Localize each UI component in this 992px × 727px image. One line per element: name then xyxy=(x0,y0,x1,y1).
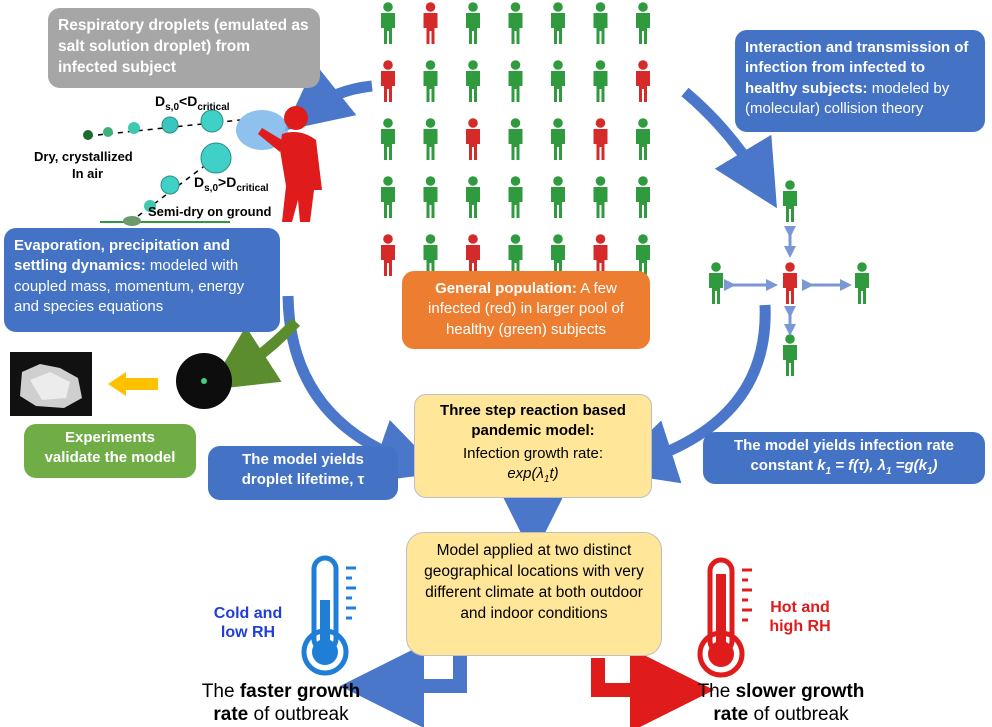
healthy-person-icon xyxy=(551,176,565,218)
healthy-person-icon xyxy=(508,118,523,160)
dry-crystallized-label: Dry, crystallized xyxy=(34,149,133,164)
healthy-person-icon xyxy=(508,234,523,276)
droplet-7 xyxy=(160,175,180,195)
infected-person-icon xyxy=(593,234,608,276)
droplet-box: Respiratory droplets (emulated as salt s… xyxy=(48,8,320,88)
lifetime-box: The model yields droplet lifetime, τ xyxy=(208,446,398,500)
healthy-person-icon xyxy=(381,118,395,160)
infected-person-icon xyxy=(423,2,438,44)
population-box-bold: General population: xyxy=(435,280,577,297)
population-box: General population: A few infected (red)… xyxy=(402,271,650,349)
infected-person-icon xyxy=(466,118,480,160)
in-air-label: In air xyxy=(72,166,104,181)
interaction-box-bold: Interaction and transmission of infectio… xyxy=(745,39,969,97)
reaction-box-growth: Infection growth rate: xyxy=(462,444,604,462)
arrow-to-experiment xyxy=(208,318,301,390)
rate-box-line1: The model yields infection rate xyxy=(733,437,955,454)
evaporation-box-normal: modeled with coupled mass, momentum, ene… xyxy=(14,257,245,315)
healthy-person-icon xyxy=(508,176,523,218)
droplet-2 xyxy=(103,127,113,137)
sneezing-person-icon xyxy=(258,106,322,222)
population-box-normal: A few infected (red) in larger pool of h… xyxy=(428,280,624,338)
healthy-person-icon xyxy=(508,60,523,102)
d-less-critical-label: Ds,0<Dcritical xyxy=(155,93,230,113)
droplet-box-text: Respiratory droplets (emulated as salt s… xyxy=(58,17,309,76)
infected-person-icon xyxy=(593,118,608,160)
arrow-to-rate xyxy=(608,304,771,484)
interaction-box-normal: modeled by (molecular) collision theory xyxy=(745,79,950,117)
arrow-to-droplets xyxy=(284,63,373,131)
rate-box: The model yields infection rate constant… xyxy=(703,432,985,484)
droplet-chain xyxy=(83,109,288,226)
applied-box-text: Model applied at two distinct geographic… xyxy=(424,542,644,622)
healthy-person-icon xyxy=(636,118,650,160)
infected-person-icon xyxy=(381,234,395,276)
reaction-box-formula: exp(λ1t) xyxy=(507,464,559,485)
cluster-top-person xyxy=(783,180,797,222)
interaction-box: Interaction and transmission of infectio… xyxy=(735,30,985,132)
healthy-person-icon xyxy=(423,60,438,102)
healthy-person-icon xyxy=(466,60,480,102)
cluster-left-person xyxy=(709,262,723,304)
healthy-person-icon xyxy=(551,234,565,276)
droplet-ground xyxy=(123,216,141,226)
arrow-slower xyxy=(591,648,714,727)
healthy-person-icon xyxy=(593,60,608,102)
infected-person-icon xyxy=(466,234,480,276)
healthy-person-icon xyxy=(593,176,608,218)
droplet-5 xyxy=(200,109,224,133)
arrow-to-interaction xyxy=(681,87,777,209)
healthy-person-icon xyxy=(508,2,523,44)
cluster-center-person xyxy=(783,262,797,304)
healthy-person-icon xyxy=(636,234,650,276)
healthy-person-icon xyxy=(466,2,480,44)
healthy-person-icon xyxy=(423,234,438,276)
healthy-person-icon xyxy=(551,60,565,102)
reaction-box: Three step reaction based pandemic model… xyxy=(414,394,652,498)
experiments-box: Experiments validate the model xyxy=(24,424,196,478)
infected-person-icon xyxy=(381,60,395,102)
d-greater-critical-label: Ds,0>Dcritical xyxy=(194,174,269,194)
semi-dry-label: Semi-dry on ground xyxy=(148,204,272,219)
droplet-6 xyxy=(200,142,232,174)
healthy-person-icon xyxy=(636,176,650,218)
evaporation-box: Evaporation, precipitation and settling … xyxy=(4,228,280,332)
healthy-person-icon xyxy=(381,176,395,218)
lifetime-box-text: The model yields droplet lifetime, τ xyxy=(241,451,365,489)
applied-box: Model applied at two distinct geographic… xyxy=(406,532,662,656)
healthy-person-icon xyxy=(593,2,608,44)
reaction-box-title: Three step reaction based pandemic model… xyxy=(440,402,626,440)
experiments-box-text: Experiments validate the model xyxy=(44,429,176,467)
yellow-arrow-head xyxy=(108,372,126,396)
arrow-to-lifetime xyxy=(282,295,442,483)
droplet-1 xyxy=(83,130,93,140)
interaction-cluster xyxy=(709,180,869,376)
cold-thermometer-icon xyxy=(301,555,356,676)
hot-label: Hot and high RH xyxy=(769,599,831,636)
droplet-4 xyxy=(161,116,179,134)
droplet-8 xyxy=(144,200,156,212)
healthy-person-icon xyxy=(423,118,438,160)
healthy-person-icon xyxy=(381,2,395,44)
healthy-person-icon xyxy=(466,176,480,218)
population-grid xyxy=(381,2,650,276)
cluster-bottom-person xyxy=(783,334,797,376)
healthy-person-icon xyxy=(423,176,438,218)
droplet-3 xyxy=(128,122,140,134)
rate-box-line2: constant k1 = f(τ), λ1 =g(k1) xyxy=(750,457,938,478)
infected-person-icon xyxy=(636,60,650,102)
hot-thermometer-icon xyxy=(697,557,752,678)
cold-label: Cold and low RH xyxy=(213,605,283,642)
evaporation-box-bold: Evaporation, precipitation and settling … xyxy=(14,237,230,275)
healthy-person-icon xyxy=(551,118,565,160)
healthy-person-icon xyxy=(636,2,650,44)
healthy-person-icon xyxy=(551,2,565,44)
cluster-right-person xyxy=(855,262,869,304)
